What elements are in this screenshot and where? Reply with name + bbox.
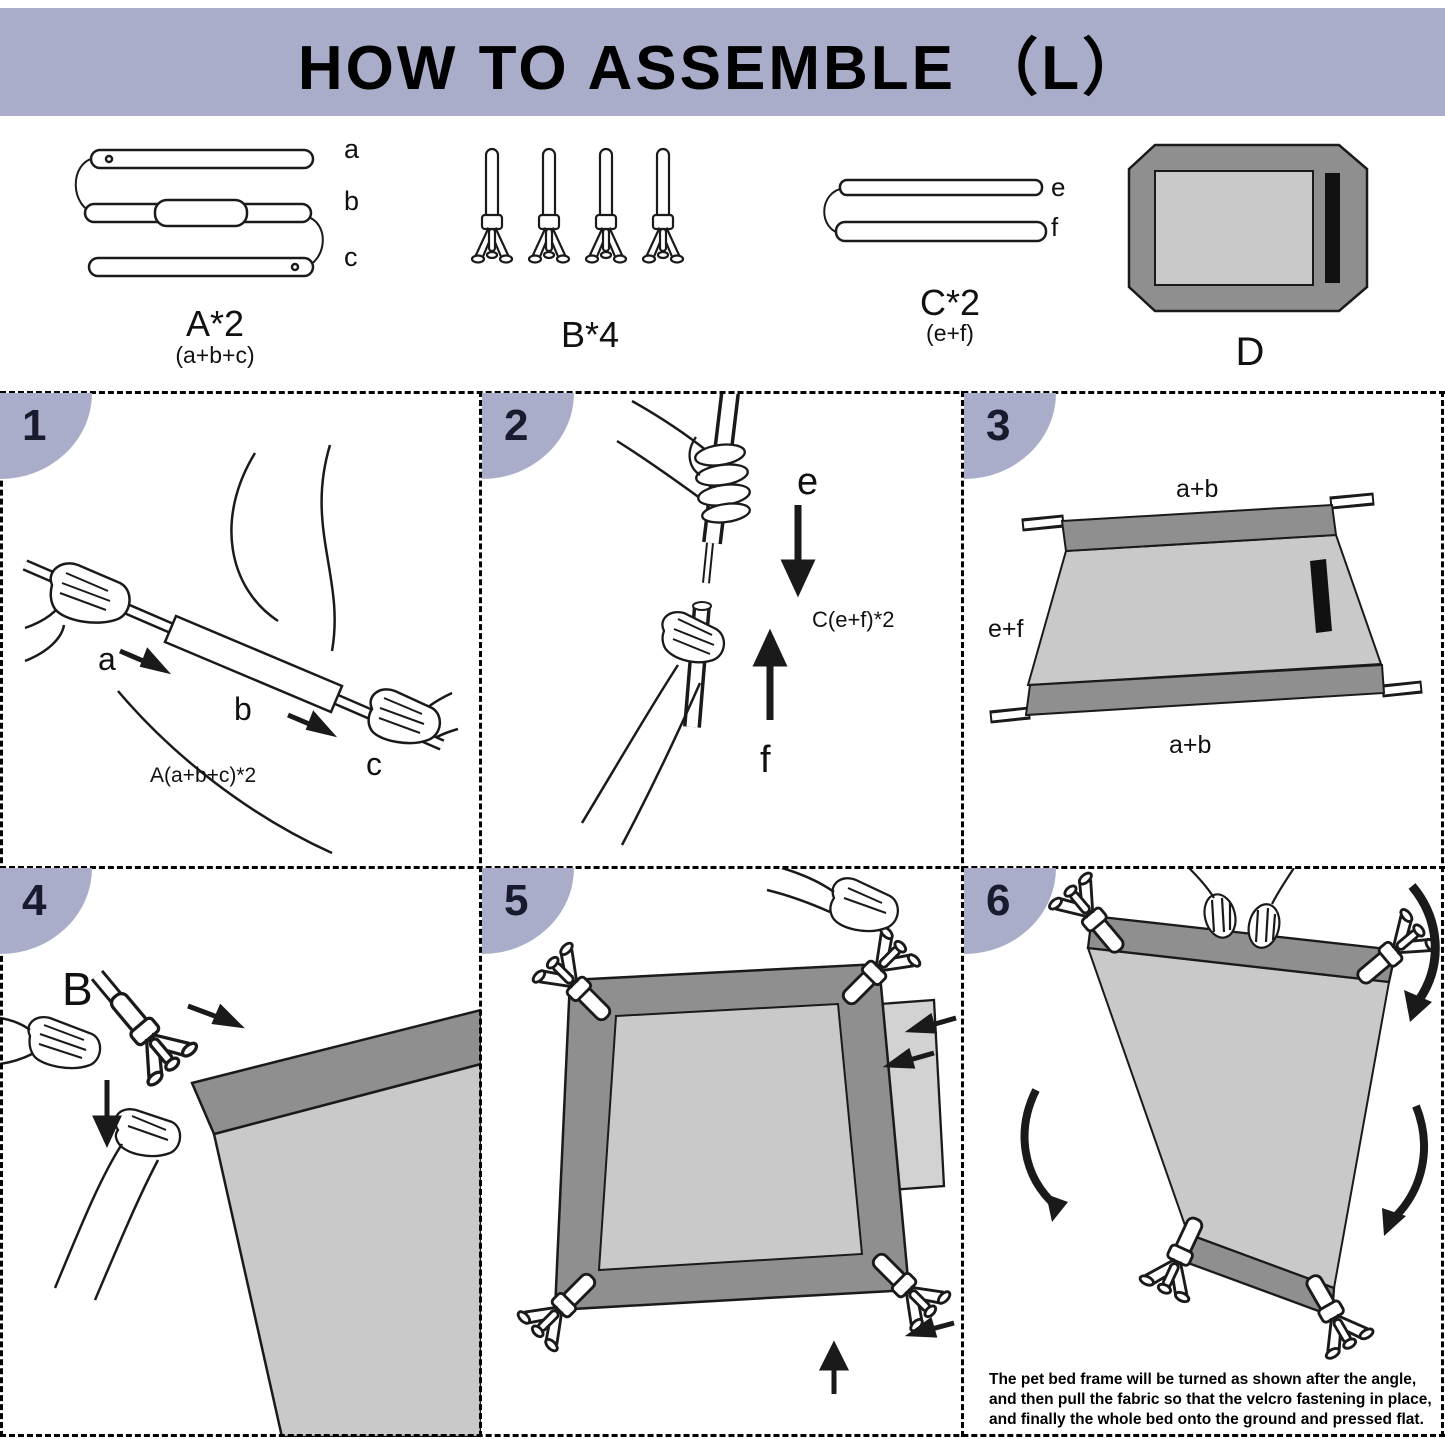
part-b-name: B*4 (560, 314, 620, 355)
grid-divider-v1 (479, 391, 482, 1437)
part-a-subname: (a+b+c) (175, 342, 255, 368)
part-a-name: A*2 (185, 303, 245, 344)
step-5-illustration (514, 868, 957, 1394)
step-4-illustration (0, 969, 481, 1437)
part-d: D (1115, 138, 1385, 388)
title-band: HOW TO ASSEMBLE （L） (0, 8, 1445, 116)
part-c-poles-illustration (823, 178, 1048, 243)
step-number: 5 (504, 876, 529, 925)
grid-divider-bottom (0, 1434, 1445, 1437)
part-b: B*4 (445, 136, 735, 386)
step-number: 4 (22, 876, 47, 925)
parts-row: a b c A*2 (a+b+c) (0, 116, 1445, 392)
part-b-connectors-illustration (470, 147, 685, 264)
step-number: 2 (504, 401, 529, 450)
step3-label-left: e+f (988, 615, 1024, 643)
part-d-name: D (1235, 330, 1265, 374)
step4-label-b: B (62, 963, 93, 1015)
step2-label-f: f (760, 739, 771, 781)
part-a-tube-label-b: b (344, 186, 360, 216)
part-a: a b c A*2 (a+b+c) (50, 128, 380, 388)
step1-label-b: b (234, 691, 252, 727)
step3-label-bottom: a+b (1169, 731, 1212, 759)
step-1-panel: 1 a b c A(a+b+c)*2 (0, 393, 481, 866)
step-number: 6 (986, 876, 1011, 925)
part-c-tube-label-e: e (1051, 172, 1066, 202)
part-c-tube-label-f: f (1051, 212, 1059, 242)
step-3-illustration (989, 492, 1423, 724)
step1-label-c: c (366, 746, 382, 782)
grid-divider-v2 (961, 391, 964, 1437)
step-number: 3 (986, 401, 1011, 450)
part-a-tube-label-c: c (344, 242, 358, 272)
step-number: 1 (22, 401, 47, 450)
step-number-badge: 5 (482, 868, 574, 954)
part-c-subname: (e+f) (926, 320, 974, 346)
grid-divider-top (0, 391, 1445, 394)
step-4-panel: 4 B (0, 868, 481, 1437)
step-6-illustration (1020, 868, 1441, 1362)
step-2-panel: 2 e C(e+f) (482, 393, 963, 866)
page-title: HOW TO ASSEMBLE （L） (297, 34, 1148, 103)
step-2-illustration (580, 393, 816, 846)
step-1-illustration (22, 444, 459, 855)
step2-label-e: e (797, 461, 819, 503)
step2-formula: C(e+f)*2 (812, 607, 895, 632)
step-3-panel: 3 a+b e+f a+b (964, 393, 1445, 866)
step1-label-a: a (98, 641, 116, 677)
grid-divider-right (1441, 391, 1444, 1437)
part-a-poles-illustration (74, 148, 324, 278)
part-c-name: C*2 (919, 282, 981, 323)
step3-label-top: a+b (1176, 475, 1219, 503)
step1-formula: A(a+b+c)*2 (150, 764, 257, 787)
step-5-panel: 5 (482, 868, 963, 1437)
step-6-panel: 6 The pet bed frame will be turned as s (964, 868, 1445, 1437)
part-d-fabric-illustration (1127, 143, 1369, 313)
part-c: e f C*2 (e+f) (795, 150, 1105, 380)
grid-divider-middle (0, 866, 1445, 869)
part-a-tube-label-a: a (344, 134, 360, 164)
step6-note-text: The pet bed frame will be turned as show… (989, 1371, 1432, 1428)
